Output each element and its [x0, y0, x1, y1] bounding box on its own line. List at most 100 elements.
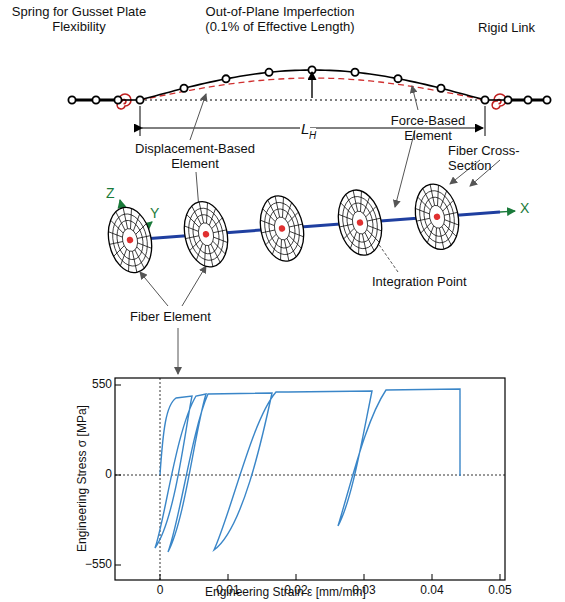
fiber-divider	[360, 197, 373, 214]
fiber-divider	[112, 246, 126, 257]
fiber-divider	[338, 212, 352, 223]
fiber-divider	[424, 226, 437, 243]
fiber-divider	[188, 240, 202, 251]
fiber-divider	[116, 211, 125, 231]
fiber-divider	[442, 226, 451, 246]
element-node	[394, 75, 401, 82]
fiber-divider	[134, 224, 148, 235]
section-outline	[333, 186, 388, 259]
fiber-divider	[342, 228, 356, 239]
imperfection-arrow	[311, 72, 312, 98]
element-node	[68, 96, 75, 103]
element-node	[437, 85, 444, 92]
figure-label: −550	[66, 557, 112, 572]
fiber-divider	[276, 240, 285, 260]
figure-label: Engineering Strain ε [mm/mm]	[205, 585, 425, 600]
fiber-divider	[287, 237, 296, 257]
fiber-divider	[364, 206, 378, 217]
chart-frame	[115, 378, 505, 580]
fiber-divider	[199, 202, 203, 223]
integration-point	[202, 230, 210, 238]
brace-element-line	[140, 70, 485, 100]
fiber-divider	[367, 218, 380, 221]
fiber-ring	[196, 221, 215, 247]
fiber-divider	[260, 218, 274, 229]
fiber-divider	[214, 235, 228, 246]
fiber-cross-section	[410, 180, 465, 253]
zero-line	[160, 378, 161, 580]
fiber-divider	[362, 234, 366, 255]
figure-label: Displacement-Based Element	[120, 141, 270, 171]
fiber-sections	[103, 180, 465, 277]
fiber-divider	[415, 206, 429, 217]
fiber-divider	[284, 240, 288, 261]
fiber-divider	[289, 224, 302, 227]
leader-lines	[140, 86, 500, 374]
fiber-divider	[213, 230, 226, 233]
fiber-divider	[210, 218, 224, 229]
fiber-ring	[272, 216, 291, 242]
fiber-divider	[353, 190, 357, 211]
figure-label: Integration Point	[372, 274, 482, 289]
leader-line	[190, 94, 206, 140]
fiber-divider	[126, 209, 135, 229]
section-outline	[255, 192, 310, 265]
fiber-divider	[123, 208, 127, 229]
figure-label: 0.05	[482, 583, 518, 598]
leader-line	[182, 266, 206, 306]
hysteresis-curve	[155, 389, 460, 552]
fiber-divider	[365, 231, 374, 251]
zero-line	[115, 475, 505, 476]
fiber-divider	[290, 229, 304, 240]
leader-line	[140, 272, 168, 306]
element-node	[92, 96, 99, 103]
fiber-ring	[415, 187, 459, 246]
figure-label: 0	[150, 583, 170, 598]
fiber-divider	[192, 205, 201, 225]
fiber-divider	[341, 201, 354, 218]
fiber-divider	[368, 223, 382, 234]
straight-axis	[140, 99, 485, 100]
element-nodes	[68, 66, 550, 103]
fiber-cross-section	[255, 192, 310, 265]
element-node	[222, 75, 229, 82]
figure-label: Fiber Cross-Section	[448, 143, 560, 173]
fiber-divider	[211, 243, 220, 263]
fiber-divider	[367, 228, 380, 245]
fiber-divider	[208, 246, 212, 267]
fiber-divider	[124, 251, 133, 271]
element-node	[136, 96, 143, 103]
fiber-divider	[200, 245, 209, 265]
fiber-cross-section	[333, 186, 388, 259]
fiber-divider	[445, 217, 459, 228]
dimension-tick	[485, 106, 486, 136]
fiber-divider	[108, 229, 122, 240]
fiber-divider	[354, 234, 363, 254]
fiber-ring	[184, 205, 228, 264]
integration-point	[433, 213, 441, 221]
fiber-divider	[278, 197, 287, 217]
fiber-ring	[260, 199, 304, 258]
fiber-divider	[111, 218, 124, 235]
fiber-cross-section	[103, 203, 158, 276]
fiber-ring	[350, 210, 369, 236]
dimension-tick	[140, 106, 141, 136]
fiber-divider	[418, 195, 431, 212]
figure-label: H	[309, 128, 316, 143]
fiber-ring	[120, 227, 139, 253]
integration-point	[278, 225, 286, 233]
figure-label: Engineering Stress σ [MPa]	[75, 373, 90, 583]
fiber-ring	[108, 211, 152, 270]
element-node	[114, 96, 121, 103]
section-outline	[410, 180, 465, 253]
fiber-divider	[444, 222, 457, 239]
leader-line	[178, 328, 179, 374]
brace-model	[68, 66, 550, 136]
fiber-divider	[431, 228, 440, 248]
figure-label: Force-Based Element	[378, 113, 478, 143]
figure-label: Out-of-Plane Imperfection (0.1% of Effec…	[190, 4, 370, 34]
element-node	[351, 69, 358, 76]
fiber-divider	[137, 245, 150, 262]
fiber-divider	[138, 240, 152, 251]
ticks	[115, 385, 500, 580]
